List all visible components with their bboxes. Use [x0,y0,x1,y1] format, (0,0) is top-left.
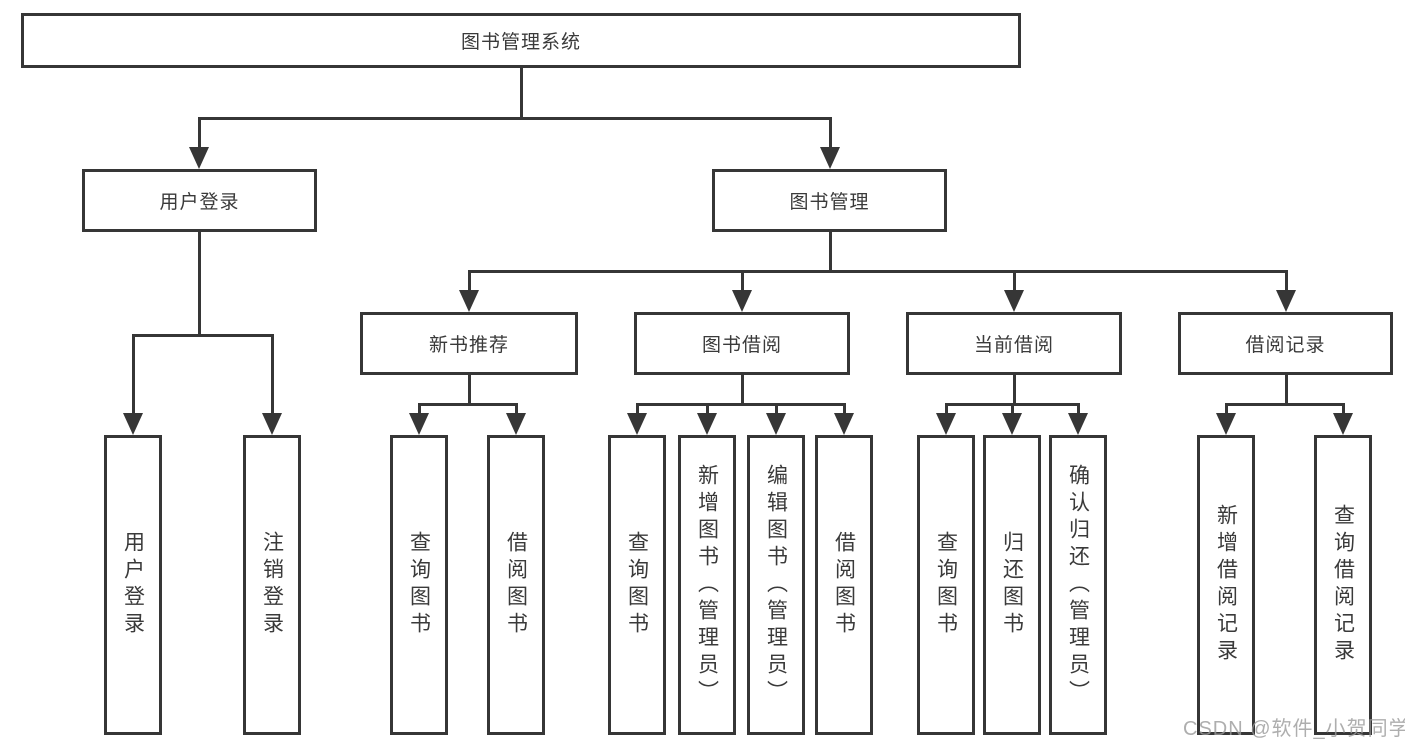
connector-line [828,117,832,150]
arrow-down-icon [459,290,479,312]
arrow-down-icon [409,413,429,435]
node-label: 查询图书 [407,531,431,639]
node-label: 新增借阅记录 [1214,504,1238,666]
arrow-down-icon [189,147,209,169]
node-current-borrow: 当前借阅 [906,312,1122,375]
connector-line [944,403,948,416]
node-recommend-query-books: 查询图书 [390,435,448,735]
arrow-down-icon [766,413,786,435]
node-label: 确认归还（管理员） [1066,463,1090,707]
connector-line [740,270,744,293]
connector-line [635,403,639,416]
node-label: 新书推荐 [428,335,509,356]
connector-line [1012,270,1016,293]
node-label: 借阅图书 [504,531,528,639]
node-root-library-system: 图书管理系统 [21,13,1021,68]
node-label: 用户登录 [159,192,240,213]
node-recommend-borrow-books: 借阅图书 [487,435,545,735]
node-borrow-query-books: 查询图书 [608,435,666,735]
node-book-management: 图书管理 [712,169,947,232]
connector-line [514,403,518,416]
arrow-down-icon [262,413,282,435]
node-records-query-borrow-record: 查询借阅记录 [1314,435,1372,735]
connector-line [1224,403,1228,416]
node-label: 归还图书 [1000,531,1024,639]
connector-line [1010,403,1014,416]
connector-line [1224,403,1345,406]
node-label: 编辑图书（管理员） [764,463,788,707]
connector-line [467,270,471,293]
node-user-login-leaf: 用户登录 [104,435,162,735]
connector-line [740,375,744,406]
node-borrow-add-books-admin: 新增图书（管理员） [678,435,736,735]
node-label: 注销登录 [260,531,284,639]
connector-line [467,375,471,406]
connector-line [705,403,709,416]
node-logout: 注销登录 [243,435,301,735]
connector-line [1076,403,1080,416]
arrow-down-icon [820,147,840,169]
node-label: 图书借阅 [701,335,782,356]
node-label: 图书管理系统 [460,32,581,53]
connector-line [1012,375,1016,406]
arrow-down-icon [627,413,647,435]
connector-line [197,117,832,120]
connector-line [1284,375,1288,406]
node-label: 借阅图书 [832,531,856,639]
csdn-watermark: CSDN @软件_小贺同学 [1183,718,1405,740]
node-label: 查询借阅记录 [1331,504,1355,666]
arrow-down-icon [1004,290,1024,312]
connector-line [828,232,832,273]
connector-line [1284,270,1288,293]
arrow-down-icon [1068,413,1088,435]
connector-line [774,403,778,416]
arrow-down-icon [732,290,752,312]
arrow-down-icon [936,413,956,435]
arrow-down-icon [697,413,717,435]
node-label: 查询图书 [625,531,649,639]
node-current-query-books: 查询图书 [917,435,975,735]
node-borrow-edit-books-admin: 编辑图书（管理员） [747,435,805,735]
node-label: 图书管理 [789,192,870,213]
node-label: 借阅记录 [1245,335,1326,356]
connector-line [467,270,1288,273]
connector-line [842,403,846,416]
connector-line [635,403,846,406]
node-label: 新增图书（管理员） [695,463,719,707]
connector-line [417,403,421,416]
node-new-book-recommend: 新书推荐 [360,312,578,375]
arrow-down-icon [1333,413,1353,435]
node-label: 用户登录 [121,531,145,639]
node-user-login: 用户登录 [82,169,317,232]
connector-line [131,334,274,337]
connector-line [131,334,135,416]
node-borrow-borrow-books: 借阅图书 [815,435,873,735]
node-book-borrow: 图书借阅 [634,312,850,375]
node-current-return-books: 归还图书 [983,435,1041,735]
connector-line [417,403,518,406]
arrow-down-icon [123,413,143,435]
connector-line [197,117,201,150]
arrow-down-icon [1216,413,1236,435]
node-borrow-records: 借阅记录 [1178,312,1393,375]
arrow-down-icon [834,413,854,435]
connector-line [270,334,274,416]
node-records-add-borrow-record: 新增借阅记录 [1197,435,1255,735]
node-label: 查询图书 [934,531,958,639]
node-label: 当前借阅 [973,335,1054,356]
arrow-down-icon [506,413,526,435]
node-current-confirm-return-admin: 确认归还（管理员） [1049,435,1107,735]
arrow-down-icon [1002,413,1022,435]
connector-line [1341,403,1345,416]
connector-line [197,232,201,337]
arrow-down-icon [1276,290,1296,312]
connector-line [519,68,523,117]
